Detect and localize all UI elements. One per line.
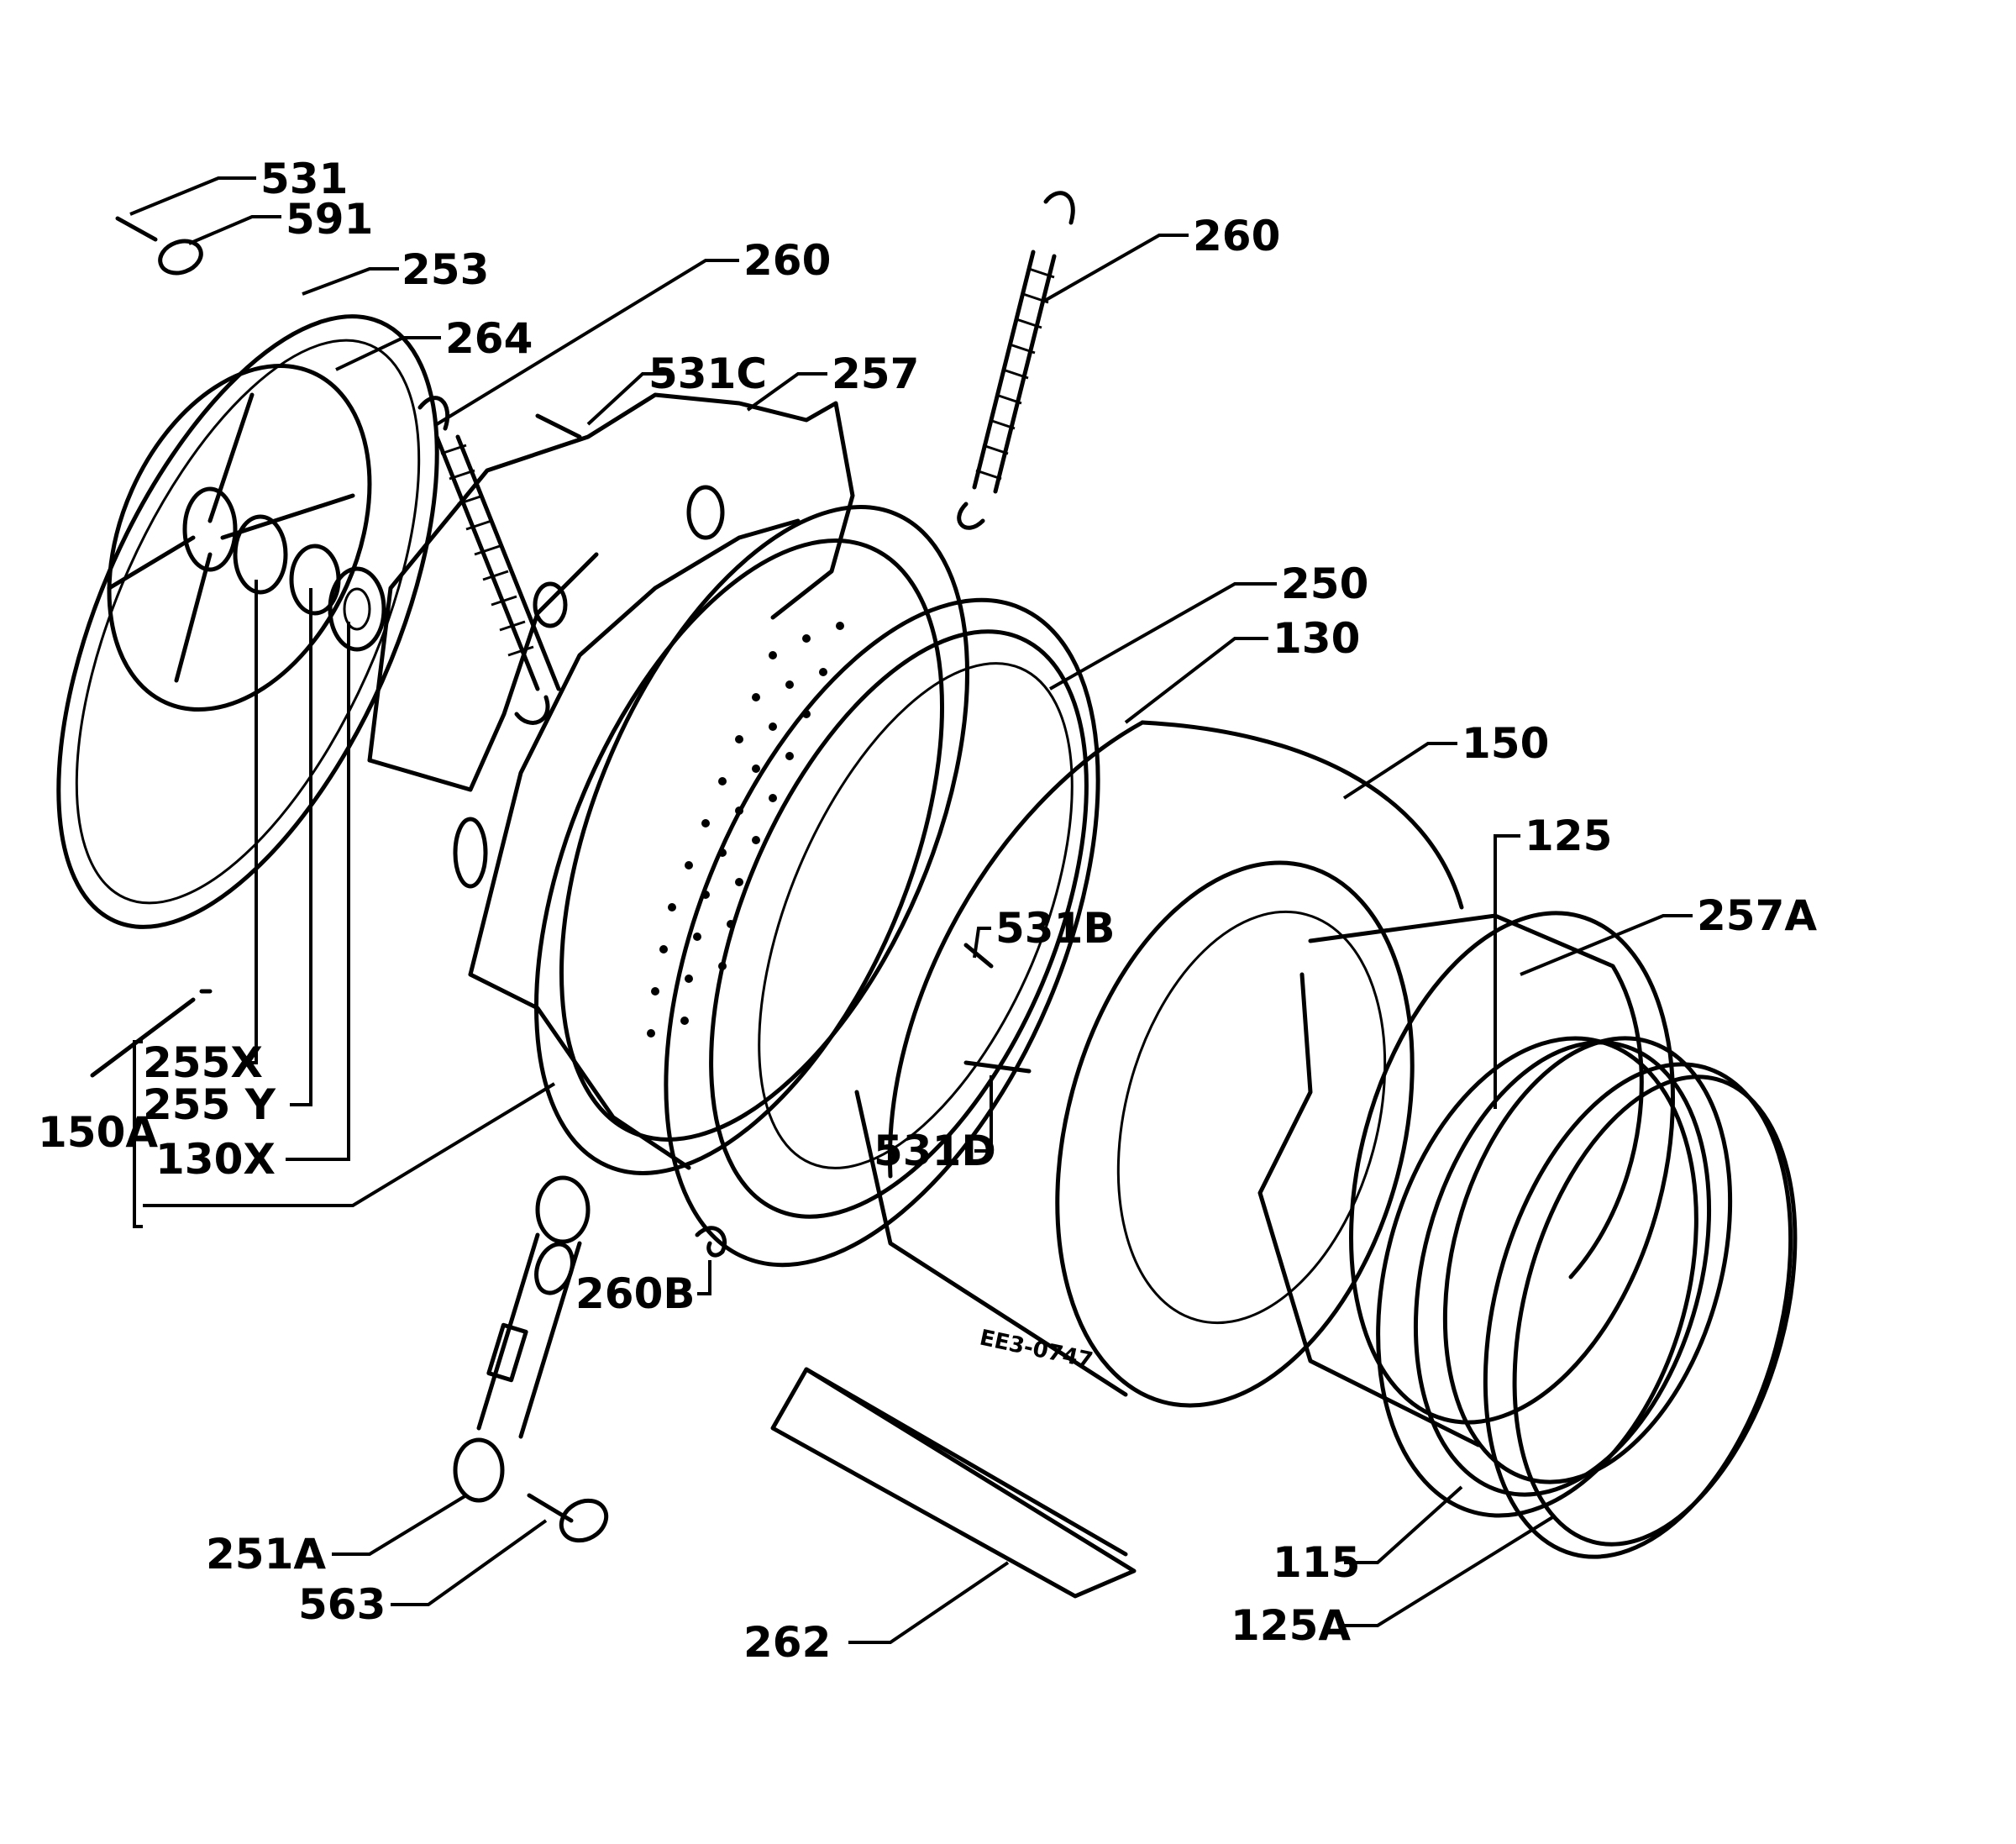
screw-531c: [535, 413, 582, 439]
label-150a: 150A: [38, 1108, 158, 1157]
lifter-262: [770, 1367, 1137, 1599]
front-tub-130-150: [854, 720, 1464, 1408]
label-257: 257: [832, 349, 919, 398]
leader-lines: [129, 176, 1693, 1644]
drum-perforated: [534, 505, 969, 1175]
label-591: 591: [286, 195, 373, 244]
front-ring-250: [664, 597, 1100, 1268]
label-531b: 531B: [995, 904, 1115, 953]
label-531d: 531D: [874, 1127, 996, 1175]
door-seal-257a: [1257, 911, 1675, 1447]
bolt-563: [527, 1493, 609, 1543]
drum-holes: [647, 622, 844, 1038]
pulley-253: [56, 314, 439, 1078]
bearings: [233, 514, 386, 652]
label-531: 531: [260, 155, 348, 203]
label-260b: 260B: [575, 1269, 695, 1318]
label-253: 253: [402, 245, 489, 294]
clip-260b: [695, 1226, 727, 1258]
stamp-code: EE3-0747: [978, 1326, 1095, 1374]
label-260-left: 260: [743, 236, 831, 285]
label-150: 150: [1462, 719, 1549, 768]
part-labels: 531 591 253 264 260 531C 257 260 250 130…: [38, 155, 1817, 1667]
label-115: 115: [1273, 1538, 1360, 1587]
label-563: 563: [298, 1580, 386, 1629]
label-531c: 531C: [648, 349, 767, 398]
label-251a: 251A: [206, 1530, 326, 1579]
label-264: 264: [445, 314, 533, 363]
rings-125-115-125a: [1376, 1036, 1798, 1559]
screw-531d: [963, 1060, 1032, 1074]
label-255x: 255X: [143, 1038, 263, 1087]
screw-531b: [963, 943, 994, 969]
bolt-531: [115, 216, 203, 276]
label-250: 250: [1281, 560, 1368, 608]
label-262: 262: [743, 1618, 831, 1667]
label-255y: 255 Y: [143, 1080, 276, 1129]
label-257a: 257A: [1697, 891, 1817, 940]
spring-260-right: [957, 191, 1075, 530]
spring-260-left: [417, 396, 561, 725]
label-260-right: 260: [1193, 212, 1280, 260]
label-130: 130: [1273, 614, 1360, 663]
shock-absorber-251a: [453, 1175, 591, 1503]
label-125: 125: [1525, 812, 1612, 860]
tub-rear-257: [367, 392, 855, 1170]
label-130x: 130X: [155, 1135, 276, 1184]
label-125a: 125A: [1231, 1601, 1351, 1650]
